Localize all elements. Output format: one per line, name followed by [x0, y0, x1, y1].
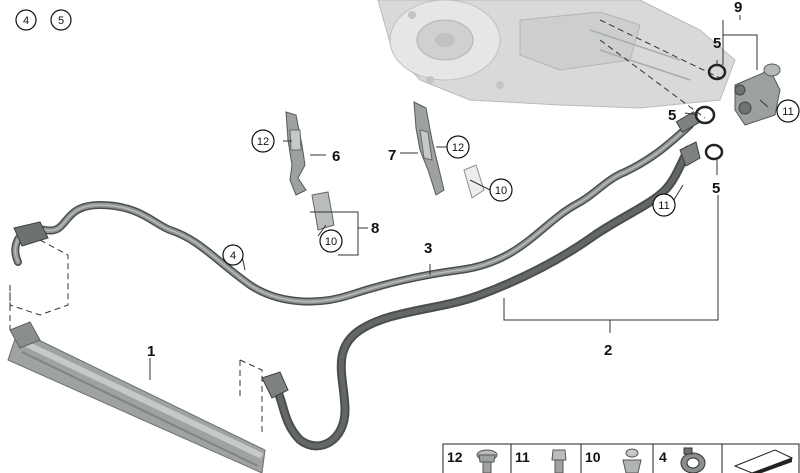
- svg-text:10: 10: [495, 185, 507, 197]
- circled-callouts: 4 5 4 12 12 10 10 11: [15, 9, 800, 266]
- parts-label-4: 4: [659, 449, 667, 465]
- callout-7: 7: [388, 147, 396, 164]
- plastic-clip-icon: [622, 448, 642, 473]
- circled-callout-5-top-left: 5: [50, 9, 72, 31]
- svg-text:10: 10: [325, 236, 337, 248]
- bolt-icon: [551, 449, 567, 473]
- parts-cell-12[interactable]: 12: [447, 449, 498, 473]
- transmission-housing: [377, 0, 736, 109]
- repair-tape-icon: [733, 449, 794, 473]
- parts-cell-4[interactable]: 4: [659, 447, 706, 473]
- clip-8: [311, 191, 335, 231]
- svg-text:5: 5: [58, 15, 64, 27]
- dashed-guides: [9, 19, 721, 435]
- callout-8: 8: [371, 220, 379, 237]
- parts-cell-10[interactable]: 10: [585, 448, 642, 473]
- callout-5-bottom: 5: [712, 180, 720, 197]
- svg-text:11: 11: [658, 200, 669, 212]
- circled-callout-4: 4: [222, 244, 244, 266]
- parts-label-12: 12: [447, 449, 463, 465]
- callout-5-middle: 5: [668, 107, 676, 124]
- hose-line-2: [261, 141, 701, 451]
- callout-9: 9: [734, 0, 742, 16]
- svg-text:11: 11: [782, 106, 793, 118]
- parts-cell-11[interactable]: 11: [515, 449, 567, 473]
- circled-callout-4-top-left: 4: [15, 9, 37, 31]
- circled-callout-10-right: 10: [489, 178, 513, 202]
- hose-line-3: [11, 111, 701, 306]
- callout-6: 6: [332, 148, 340, 165]
- hose-clamp-icon: [680, 447, 706, 473]
- circled-callout-11-left: 11: [652, 193, 676, 217]
- svg-text:4: 4: [230, 250, 236, 262]
- callout-2: 2: [604, 342, 612, 359]
- bracket-7: [413, 101, 445, 196]
- circled-callout-10-left: 10: [319, 229, 343, 253]
- o-ring: [704, 143, 724, 161]
- svg-text:12: 12: [257, 136, 269, 148]
- parts-cell-tape[interactable]: [733, 449, 794, 473]
- parts-label-10: 10: [585, 449, 601, 465]
- oil-cooler-radiator: [7, 321, 266, 473]
- parts-label-11: 11: [515, 449, 530, 465]
- number-callouts: 1 2 3 5 5 5 6 7 8 9: [147, 0, 742, 360]
- connection-block: [734, 63, 781, 126]
- flange-bolt-icon: [476, 449, 498, 473]
- o-rings: [694, 63, 727, 161]
- callout-1: 1: [147, 343, 155, 360]
- callout-3: 3: [424, 240, 432, 257]
- circled-callout-11-right: 11: [776, 99, 800, 123]
- circled-callout-12-left: 12: [251, 129, 275, 153]
- circled-callout-12-right: 12: [446, 135, 470, 159]
- callout-5-top: 5: [713, 35, 721, 52]
- parts-table: 12 11 10 4: [442, 443, 800, 473]
- svg-text:4: 4: [23, 15, 29, 27]
- bracket-6: [285, 111, 307, 196]
- svg-text:12: 12: [452, 142, 464, 154]
- o-ring: [694, 105, 716, 125]
